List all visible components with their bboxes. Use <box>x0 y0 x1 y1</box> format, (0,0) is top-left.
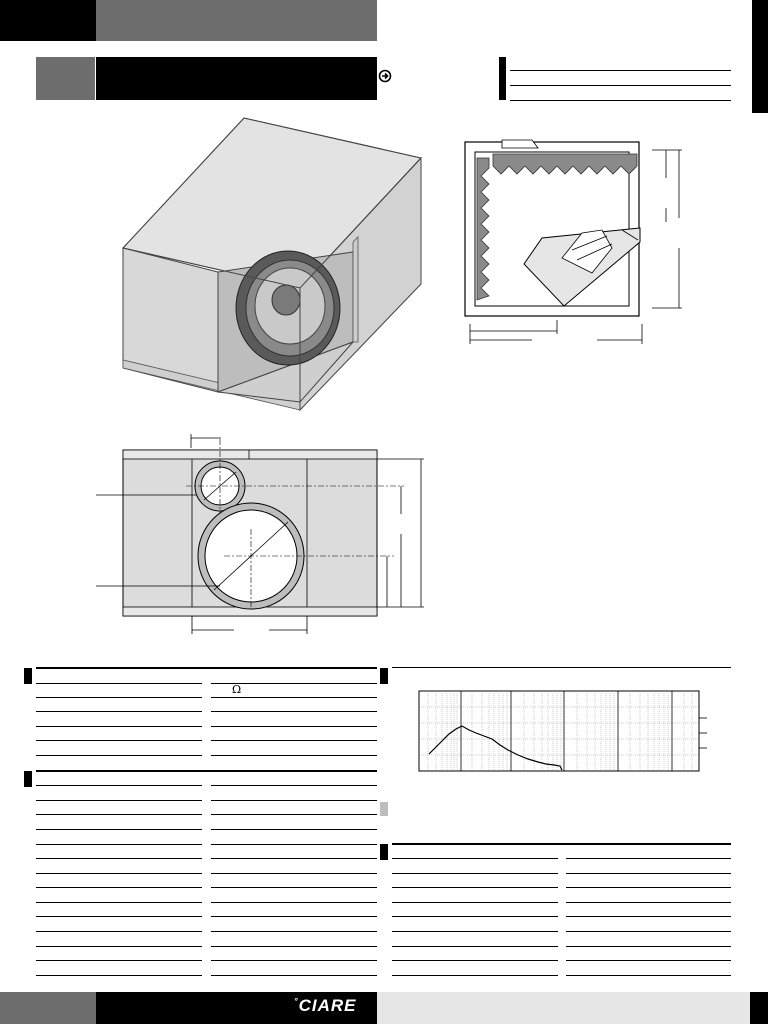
spec-row <box>211 975 377 976</box>
table-row <box>392 960 558 961</box>
spec-row <box>36 800 202 801</box>
spec-row <box>36 740 202 741</box>
spec-row <box>36 829 202 830</box>
spec-row <box>211 902 377 903</box>
spec-row <box>36 711 202 712</box>
table-section-marker <box>380 844 388 860</box>
spec-row <box>36 785 202 786</box>
spec-row <box>36 755 202 756</box>
spec-row <box>36 683 202 684</box>
table-row <box>566 960 731 961</box>
footer-light-band <box>377 992 750 1024</box>
table-row <box>392 975 558 976</box>
spec-row <box>211 755 377 756</box>
spec-row <box>211 960 377 961</box>
table-row <box>566 887 731 888</box>
table-row <box>566 902 731 903</box>
spec-header-rule-1 <box>36 667 377 669</box>
spec-row <box>211 785 377 786</box>
top-right-rule-2 <box>510 85 731 86</box>
spec-row <box>36 902 202 903</box>
spec-row <box>36 887 202 888</box>
header-grey-band <box>96 0 377 41</box>
graph-section-marker <box>380 668 388 684</box>
table-header-rule <box>392 843 731 845</box>
table-row <box>566 873 731 874</box>
spec-row <box>211 873 377 874</box>
frequency-response-graph <box>418 690 707 772</box>
table-row <box>392 931 558 932</box>
right-edge-tab <box>752 0 768 113</box>
table-row <box>566 975 731 976</box>
spec-row <box>211 726 377 727</box>
spec-row <box>211 683 377 684</box>
top-right-rule-1 <box>510 70 731 71</box>
title-grey-block <box>36 57 95 100</box>
spec-row <box>211 858 377 859</box>
table-row <box>566 931 731 932</box>
table-row <box>566 916 731 917</box>
spec-section-marker-1 <box>24 668 32 684</box>
spec-row <box>211 697 377 698</box>
spec-row <box>36 916 202 917</box>
header-black-band <box>0 0 96 41</box>
footer-right-tab <box>750 992 768 1024</box>
spec-header-rule-2 <box>36 770 377 772</box>
graph-legend-swatch <box>380 802 388 816</box>
spec-row <box>211 916 377 917</box>
spec-row <box>211 946 377 947</box>
spec-row <box>36 960 202 961</box>
table-row <box>392 902 558 903</box>
spec-row <box>211 800 377 801</box>
brand-logo: °CIARE <box>294 996 357 1016</box>
table-row <box>566 858 731 859</box>
footer-grey-band <box>0 992 96 1024</box>
spec-row <box>36 814 202 815</box>
brand-mark: ° <box>294 996 299 1006</box>
table-row <box>392 858 558 859</box>
spec-row <box>36 726 202 727</box>
cabinet-isometric-illustration <box>122 117 422 412</box>
cabinet-front-diagram <box>96 434 424 634</box>
footer-black-band <box>96 992 377 1024</box>
spec-row <box>211 829 377 830</box>
spec-row <box>36 975 202 976</box>
spec-row <box>211 844 377 845</box>
spec-row <box>36 873 202 874</box>
spec-section-marker-2 <box>24 771 32 787</box>
spec-row <box>36 697 202 698</box>
table-row <box>392 946 558 947</box>
top-right-marker <box>499 57 506 100</box>
spec-row <box>36 946 202 947</box>
spec-row <box>211 814 377 815</box>
table-row <box>392 916 558 917</box>
cabinet-section-diagram <box>464 139 682 344</box>
spec-row <box>211 711 377 712</box>
impedance-unit: Ω <box>232 683 242 696</box>
top-right-rule-3 <box>510 100 731 101</box>
spec-row <box>36 858 202 859</box>
table-row <box>566 946 731 947</box>
title-black-block <box>96 57 377 100</box>
spec-row <box>36 844 202 845</box>
graph-header-rule <box>392 667 731 668</box>
spec-row <box>211 887 377 888</box>
table-row <box>392 873 558 874</box>
brand-name: CIARE <box>298 996 357 1015</box>
spec-row <box>36 931 202 932</box>
arrow-circle-icon <box>378 69 392 83</box>
table-row <box>392 887 558 888</box>
spec-row <box>211 740 377 741</box>
spec-row <box>211 931 377 932</box>
